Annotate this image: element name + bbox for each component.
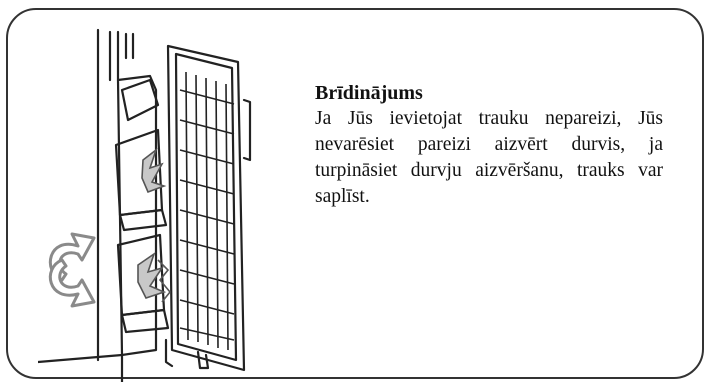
floor-lines bbox=[38, 338, 174, 382]
cabinet-post-icon bbox=[108, 30, 135, 82]
door-handle-icon bbox=[242, 98, 252, 162]
door-grid bbox=[179, 71, 235, 351]
door-foot bbox=[196, 350, 210, 370]
crack-icon bbox=[141, 147, 167, 194]
warning-body: Ja Jūs ievietojat trauku nepareizi, Jūs … bbox=[315, 108, 663, 207]
curved-arrow-icon bbox=[48, 232, 96, 308]
crack-icon bbox=[137, 251, 167, 299]
warning-title: Brīdinājums bbox=[315, 82, 423, 104]
warning-text-block: Brīdinājums Ja Jūs ievietojat trauku nep… bbox=[315, 80, 663, 210]
door-panel bbox=[166, 44, 246, 372]
door-shelf-icon bbox=[120, 78, 160, 122]
door-illustration bbox=[38, 10, 278, 382]
